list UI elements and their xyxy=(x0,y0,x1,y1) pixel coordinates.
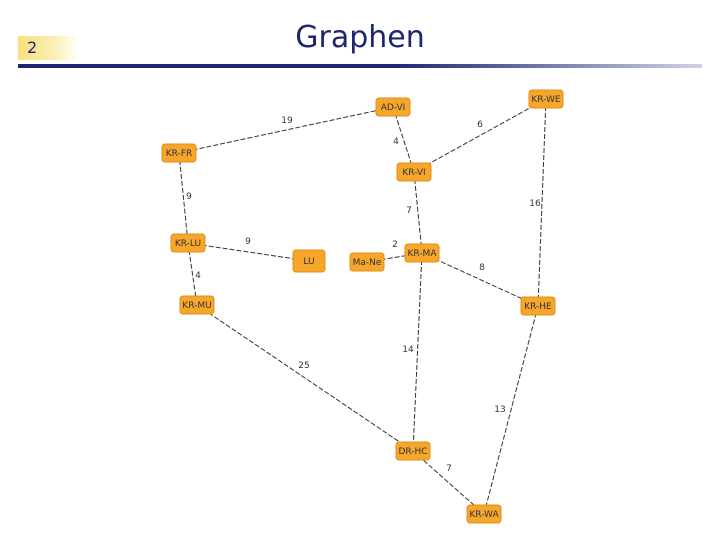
node-label: KR-MA xyxy=(408,249,438,259)
node-ma-ne: Ma-Ne xyxy=(349,252,385,272)
node-kr-he: KR-HE xyxy=(520,296,556,316)
node-label: KR-FR xyxy=(166,149,192,159)
node-kr-lu: KR-LU xyxy=(170,233,206,253)
node-label: LU xyxy=(303,257,314,267)
edge-kr-mu-dr-hc xyxy=(196,304,414,452)
edges-layer xyxy=(178,98,547,515)
edge-weight-label: 2 xyxy=(392,240,398,250)
node-label: Ma-Ne xyxy=(353,258,382,268)
node-dr-hc: DR-HC xyxy=(395,441,431,461)
edge-weight-label: 9 xyxy=(186,192,192,202)
edge-weight-label: 16 xyxy=(529,199,541,209)
edge-weight-label: 9 xyxy=(245,237,251,247)
edge-weight-label: 7 xyxy=(406,206,412,216)
node-box xyxy=(161,143,197,163)
edge-weight-label: 6 xyxy=(477,120,483,130)
node-label: KR-HE xyxy=(524,302,552,312)
edge-kr-ma-kr-he xyxy=(421,252,539,307)
edge-kr-vi-kr-we xyxy=(413,98,547,173)
edge-weight-label: 19 xyxy=(281,116,293,126)
edge-weight-label: 4 xyxy=(195,271,201,281)
node-box xyxy=(396,162,432,182)
node-label: KR-LU xyxy=(175,239,201,249)
edge-dr-hc-kr-wa xyxy=(412,450,485,515)
node-kr-fr: KR-FR xyxy=(161,143,197,163)
title-divider xyxy=(18,64,702,68)
slide-number-badge: 2 xyxy=(18,36,78,60)
node-box xyxy=(179,295,215,315)
node-box xyxy=(395,441,431,461)
node-kr-vi: KR-VI xyxy=(396,162,432,182)
edge-kr-fr-ad-vi xyxy=(178,106,394,154)
edge-kr-vi-kr-ma xyxy=(413,171,423,254)
node-label: DR-HC xyxy=(398,447,427,457)
node-box xyxy=(466,504,502,524)
node-lu: LU xyxy=(292,249,326,273)
node-box xyxy=(528,89,564,109)
edge-kr-we-kr-he xyxy=(537,98,547,307)
edge-weight-label: 14 xyxy=(402,345,414,355)
node-label: AD-VI xyxy=(381,103,406,113)
edge-kr-ma-dr-hc xyxy=(412,252,423,452)
node-box xyxy=(292,249,326,273)
edge-kr-fr-kr-lu xyxy=(178,152,189,244)
slide-number: 2 xyxy=(27,38,38,57)
edge-weight-label: 13 xyxy=(494,405,505,415)
node-label: KR-WE xyxy=(531,95,561,105)
slide-title: Graphen xyxy=(295,20,425,55)
node-label: KR-MU xyxy=(182,301,211,311)
edge-weight-label: 7 xyxy=(446,464,452,474)
node-kr-ma: KR-MA xyxy=(404,243,440,263)
edge-weight-label: 4 xyxy=(393,137,399,147)
node-label: KR-VI xyxy=(402,168,425,178)
node-box xyxy=(404,243,440,263)
node-kr-we: KR-WE xyxy=(528,89,564,109)
edge-weight-label: 25 xyxy=(298,361,309,371)
node-label: KR-WA xyxy=(469,510,499,520)
node-box xyxy=(375,97,411,117)
edge-kr-lu-lu xyxy=(187,242,310,262)
node-kr-wa: KR-WA xyxy=(466,504,502,524)
node-ad-vi: AD-VI xyxy=(375,97,411,117)
edge-ad-vi-kr-vi xyxy=(392,106,415,173)
node-box xyxy=(349,252,385,272)
edge-weight-label: 8 xyxy=(479,263,485,273)
edge-kr-lu-kr-mu xyxy=(187,242,198,306)
edge-kr-he-kr-wa xyxy=(483,305,539,515)
weight-labels-layer: 19 4 6 9 7 16 9 4 2 8 25 14 13 7 xyxy=(186,116,541,474)
node-kr-mu: KR-MU xyxy=(179,295,215,315)
nodes-layer: AD-VI KR-WE KR-FR KR-VI KR-LU LU Ma-Ne KR-MA KR-… xyxy=(161,89,564,524)
node-box xyxy=(170,233,206,253)
node-box xyxy=(520,296,556,316)
